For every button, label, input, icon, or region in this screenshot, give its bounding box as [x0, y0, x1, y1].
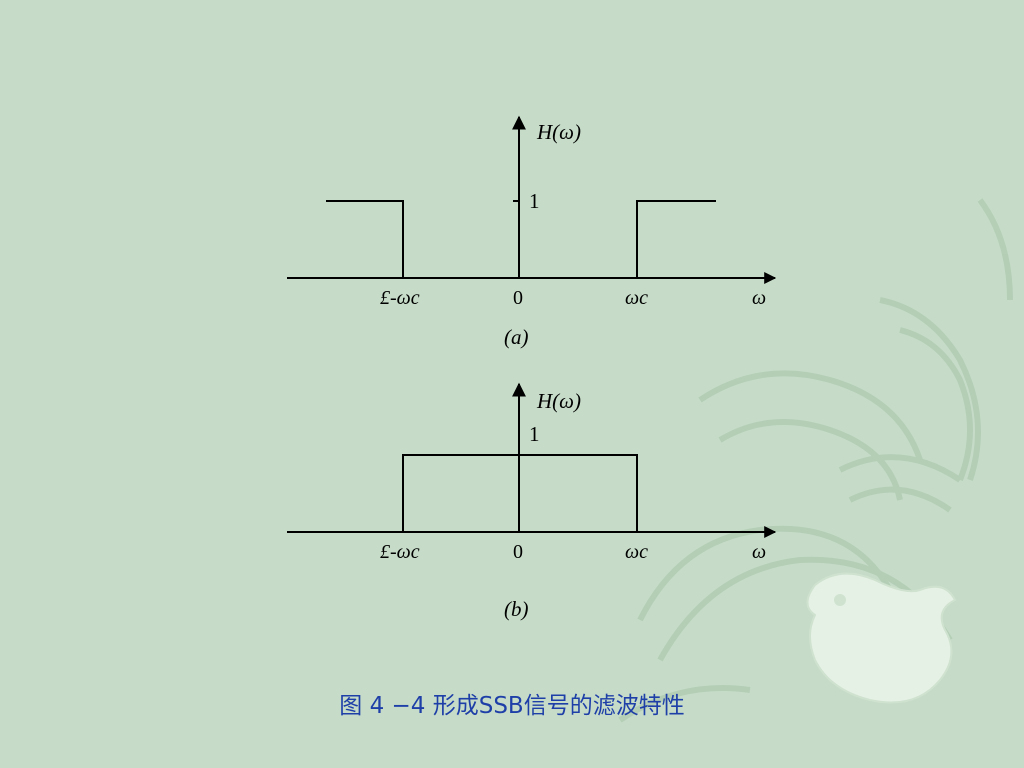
dragon-emblem [806, 572, 957, 704]
response-right-a [636, 200, 716, 278]
y-axis-label-b: H(ω) [536, 389, 581, 413]
response-left-a [326, 200, 404, 278]
tick-neg-wc-b: £-ωc [380, 541, 420, 563]
level-label-b: 1 [529, 422, 540, 446]
panel-a [287, 115, 777, 284]
y-axis-label-a: H(ω) [536, 120, 581, 144]
tick-zero-a: 0 [513, 287, 523, 309]
tick-omega-b: ω [752, 541, 766, 563]
sublabel-a: (a) [504, 325, 529, 349]
panel-b [287, 382, 777, 538]
tick-neg-wc-a: £-ωc [380, 287, 420, 309]
figure-caption: 图 4 −4 形成SSB信号的滤波特性 [339, 693, 685, 719]
tick-zero-b: 0 [513, 541, 523, 563]
level-label-a: 1 [529, 189, 540, 213]
tick-wc-a: ωc [625, 287, 648, 309]
response-b [402, 454, 638, 532]
tick-wc-b: ωc [625, 541, 648, 563]
sublabel-b: (b) [504, 597, 529, 621]
tick-omega-a: ω [752, 287, 766, 309]
